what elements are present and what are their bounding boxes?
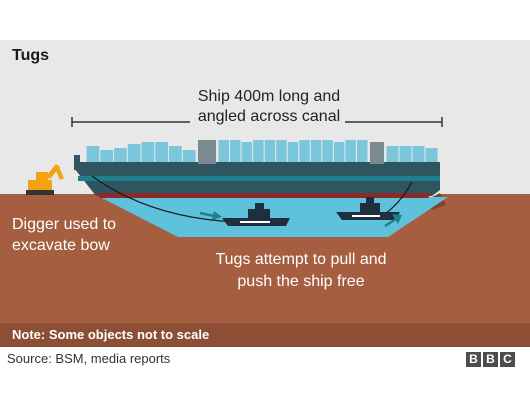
container-stack (169, 146, 182, 162)
note-band (0, 323, 530, 347)
bbc-logo-letter: B (483, 352, 498, 367)
container-stack (399, 146, 412, 162)
container-stack (276, 140, 287, 162)
container-stack (100, 150, 114, 162)
scale-note: Note: Some objects not to scale (12, 327, 210, 342)
tugs-label-line-1: Tugs attempt to pull and (215, 251, 387, 268)
ship-label-line-1: Ship 400m long and (197, 88, 341, 105)
container-stacks (86, 140, 438, 162)
container-stack (253, 140, 264, 162)
container-stack (127, 144, 141, 162)
hull-stripe (78, 176, 440, 181)
container-ship (74, 140, 440, 198)
container-stack (230, 140, 241, 162)
container-stack (141, 142, 155, 162)
container-stack (287, 142, 299, 162)
container-stack (412, 146, 425, 162)
bbc-logo-letter: C (500, 352, 515, 367)
digger-excavator (26, 164, 64, 195)
digger-label-line-1: Digger used to (12, 216, 117, 233)
ship-bridge (370, 142, 384, 164)
ship-bow-mast (74, 155, 80, 165)
length-scale-bar (71, 117, 443, 127)
container-stack (86, 146, 100, 162)
container-stack (310, 140, 322, 162)
container-stack (182, 150, 196, 162)
hull-bottom (96, 193, 432, 198)
push-arrow-left (199, 211, 222, 220)
container-stack (241, 142, 253, 162)
tow-line-front (91, 175, 237, 223)
source-credit: Source: BSM, media reports (7, 351, 171, 366)
ground (0, 194, 530, 347)
top-margin (0, 0, 530, 40)
ship-deck (74, 162, 440, 170)
push-arrow-right (384, 214, 402, 228)
container-stack (299, 140, 310, 162)
tugs-label-line-2: push the ship free (237, 273, 365, 290)
diagram-title: Tugs (12, 47, 50, 64)
container-stack (155, 142, 169, 162)
ship-label-line-2: angled across canal (197, 108, 341, 125)
container-stack (345, 140, 356, 162)
container-stack (218, 140, 229, 162)
ship-crane-front (198, 140, 216, 164)
container-stack (386, 146, 399, 162)
bbc-logo-letter: B (466, 352, 481, 367)
tug-boat-rear (336, 197, 400, 220)
container-stack (333, 142, 345, 162)
container-stack (322, 140, 333, 162)
container-stack (357, 140, 368, 162)
digger-label-line-2: excavate bow (12, 237, 110, 254)
bbc-logo: B B C (466, 352, 515, 367)
ship-hull (74, 168, 440, 196)
container-stack (114, 148, 127, 162)
container-stack (264, 140, 276, 162)
container-stack (425, 148, 438, 162)
tug-boat-front (222, 203, 290, 226)
